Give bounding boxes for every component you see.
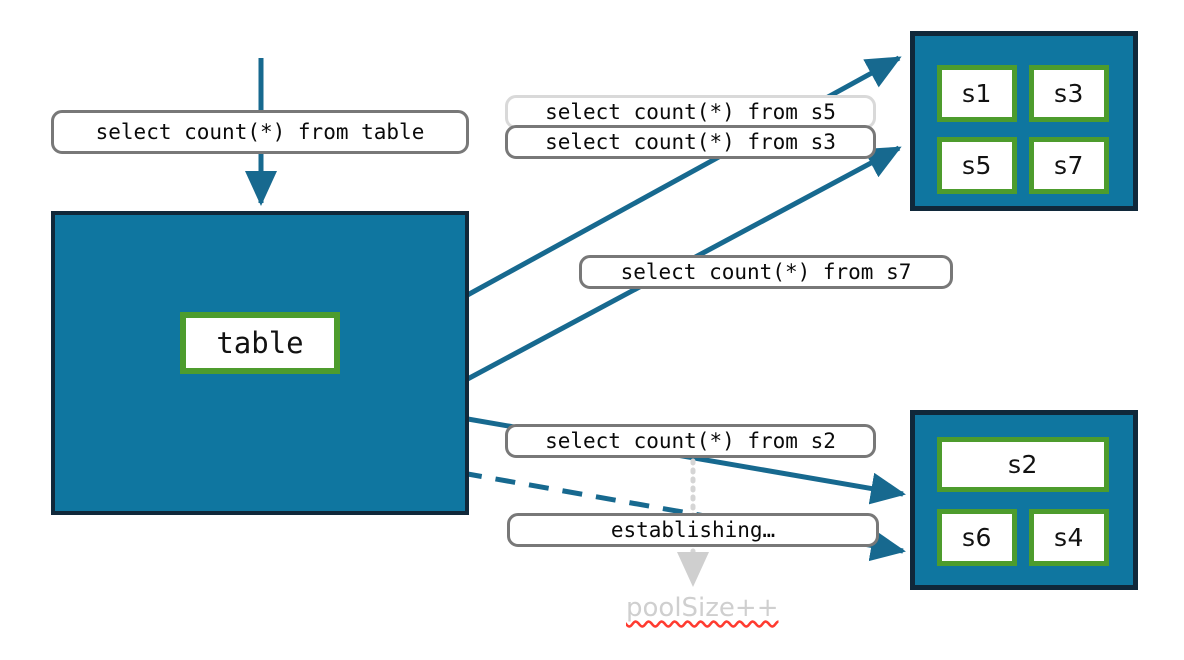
session-label: s5 — [962, 151, 992, 180]
query-pill-from-table: select count(*) from table — [51, 110, 469, 154]
session-label: s2 — [1008, 450, 1038, 479]
query-pill-from-s5: select count(*) from s5 — [505, 95, 876, 129]
query-text: select count(*) from s7 — [620, 260, 912, 284]
query-text: select count(*) from s3 — [545, 130, 836, 154]
poolsize-annotation: poolSize++ — [626, 593, 778, 623]
query-pill-from-s7: select count(*) from s7 — [579, 255, 953, 289]
session-label: s3 — [1054, 79, 1084, 108]
session-label: s6 — [962, 523, 992, 552]
query-text: select count(*) from s2 — [545, 429, 836, 453]
query-pill-from-s3: select count(*) from s3 — [505, 125, 876, 159]
session-box-s3: s3 — [1029, 65, 1109, 122]
session-label: s7 — [1054, 151, 1084, 180]
session-label: s1 — [962, 79, 992, 108]
session-box-s7: s7 — [1029, 137, 1109, 194]
session-box-s4: s4 — [1029, 509, 1109, 566]
session-box-s1: s1 — [937, 65, 1017, 122]
table-label-box: table — [180, 312, 340, 374]
session-label: s4 — [1054, 523, 1084, 552]
session-box-s6: s6 — [937, 509, 1017, 566]
query-text: select count(*) from s5 — [545, 100, 836, 124]
query-text: select count(*) from table — [95, 120, 425, 144]
poolsize-text: poolSize++ — [626, 593, 779, 623]
session-box-s5: s5 — [937, 137, 1017, 194]
query-pill-from-s2: select count(*) from s2 — [505, 424, 876, 458]
table-label: table — [216, 326, 304, 360]
session-box-s2: s2 — [937, 437, 1109, 492]
status-text: establishing… — [610, 518, 776, 542]
status-pill-establishing: establishing… — [507, 513, 879, 547]
